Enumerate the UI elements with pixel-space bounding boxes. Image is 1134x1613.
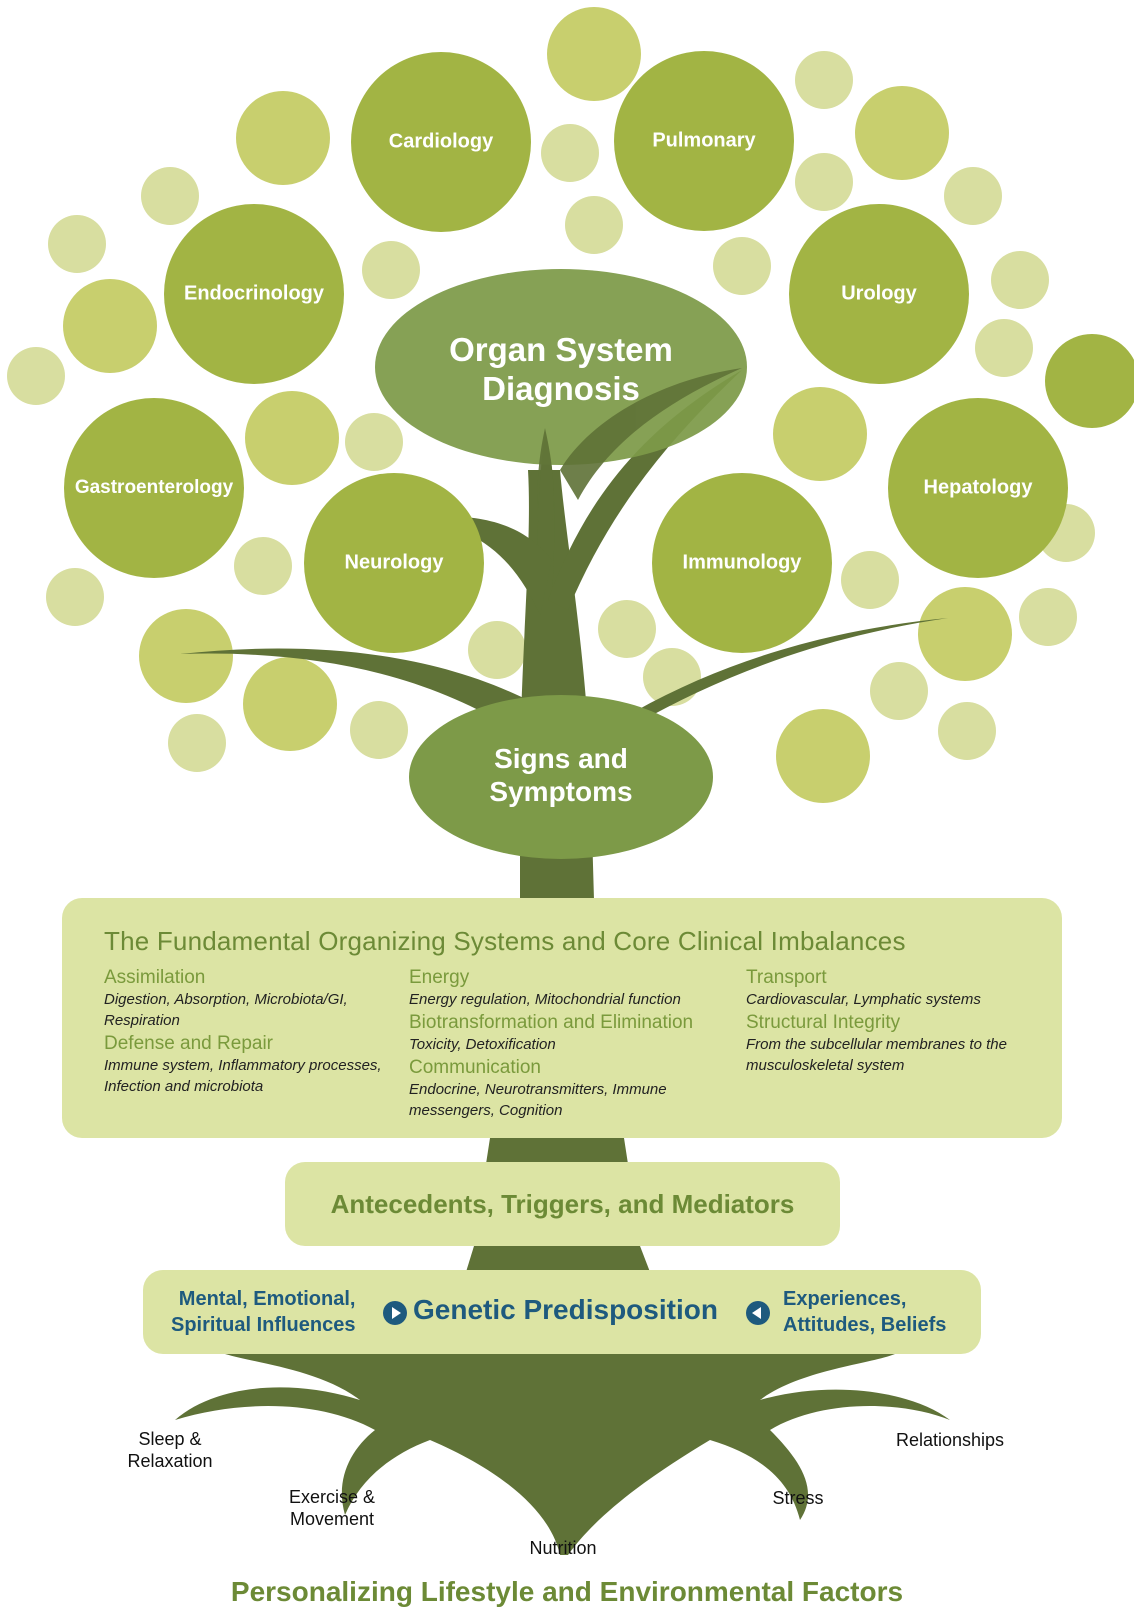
system-desc-defense-repair: Immune system, Inflammatory processes, I…: [104, 1057, 382, 1095]
system-desc-communication: Endocrine, Neurotransmitters, Immune mes…: [409, 1081, 667, 1119]
organ-bubble-immunology: Immunology: [652, 473, 832, 653]
fundamental-column-1: Assimilation Digestion, Absorption, Micr…: [104, 967, 389, 1099]
organ-bubble-neurology: Neurology: [304, 473, 484, 653]
system-desc-energy: Energy regulation, Mitochondrial functio…: [409, 991, 681, 1008]
signs-and-symptoms-oval: Signs and Symptoms: [409, 695, 713, 859]
fundamental-systems-columns: Assimilation Digestion, Absorption, Micr…: [104, 967, 1022, 1127]
root-label-sleep: Sleep & Relaxation: [127, 1429, 213, 1471]
genetic-predisposition-label: Genetic Predisposition: [413, 1294, 718, 1325]
system-title-structural-integrity: Structural Integrity: [746, 1012, 901, 1033]
system-title-transport: Transport: [746, 967, 827, 988]
fundamental-systems-panel: The Fundamental Organizing Systems and C…: [62, 898, 1062, 1138]
root-label-relationships: Relationships: [895, 1430, 1005, 1450]
arrow-right-icon: [383, 1301, 407, 1325]
root-label-stress: Stress: [772, 1488, 824, 1508]
system-title-biotransformation: Biotransformation and Elimination: [409, 1012, 694, 1033]
svg-text:Diagnosis: Diagnosis: [482, 370, 640, 407]
tree-branches: [537, 368, 742, 520]
root-label-exercise: Exercise & Movement: [288, 1487, 376, 1529]
svg-text:Immunology: Immunology: [683, 551, 803, 573]
organ-bubble-cardiology: Cardiology: [351, 52, 531, 232]
system-desc-biotransformation: Toxicity, Detoxification: [409, 1036, 556, 1053]
system-title-energy: Energy: [409, 967, 470, 988]
svg-text:Organ System: Organ System: [449, 331, 673, 368]
system-title-communication: Communication: [409, 1057, 541, 1078]
svg-text:Neurology: Neurology: [345, 551, 445, 573]
fundamental-systems-heading: The Fundamental Organizing Systems and C…: [104, 926, 906, 956]
system-desc-structural-integrity: From the subcellular membranes to the mu…: [746, 1036, 1007, 1074]
system-desc-transport: Cardiovascular, Lymphatic systems: [746, 991, 981, 1008]
svg-text:Signs and: Signs and: [494, 743, 628, 774]
svg-text:Symptoms: Symptoms: [489, 776, 632, 807]
experiences-attitudes-label: Experiences, Attitudes, Beliefs: [783, 1288, 947, 1336]
antecedents-panel: Antecedents, Triggers, and Mediators: [285, 1162, 840, 1246]
fundamental-column-2: Energy Energy regulation, Mitochondrial …: [409, 967, 729, 1123]
root-label-nutrition: Nutrition: [529, 1538, 597, 1558]
organ-bubble-pulmonary: Pulmonary: [614, 51, 794, 231]
organ-system-diagnosis-oval: Organ System Diagnosis: [375, 269, 747, 465]
organ-bubbles: Cardiology Pulmonary Endocrinology Urolo…: [64, 51, 1068, 653]
system-title-defense-repair: Defense and Repair: [104, 1033, 273, 1054]
svg-text:Endocrinology: Endocrinology: [184, 282, 325, 304]
organ-bubble-gastroenterology: Gastroenterology: [64, 398, 244, 578]
organ-bubble-endocrinology: Endocrinology: [164, 204, 344, 384]
system-title-assimilation: Assimilation: [104, 967, 206, 988]
svg-text:Pulmonary: Pulmonary: [652, 129, 756, 151]
genetic-predisposition-panel: Mental, Emotional, Spiritual Influences …: [143, 1270, 981, 1354]
svg-text:Urology: Urology: [841, 282, 917, 304]
arrow-left-icon: [746, 1301, 770, 1325]
svg-text:Cardiology: Cardiology: [389, 130, 494, 152]
system-desc-assimilation: Digestion, Absorption, Microbiota/GI, Re…: [104, 991, 348, 1029]
decorative-bubbles: [7, 7, 1134, 803]
organ-bubble-hepatology: Hepatology: [888, 398, 1068, 578]
svg-text:Hepatology: Hepatology: [924, 476, 1034, 498]
svg-text:Gastroenterology: Gastroenterology: [75, 477, 234, 498]
organ-bubble-urology: Urology: [789, 204, 969, 384]
footer-title: Personalizing Lifestyle and Environmenta…: [230, 1576, 904, 1607]
mental-emotional-label: Mental, Emotional, Spiritual Influences: [171, 1288, 356, 1336]
antecedents-label: Antecedents, Triggers, and Mediators: [330, 1188, 795, 1219]
fundamental-column-3: Transport Cardiovascular, Lymphatic syst…: [746, 967, 1036, 1078]
